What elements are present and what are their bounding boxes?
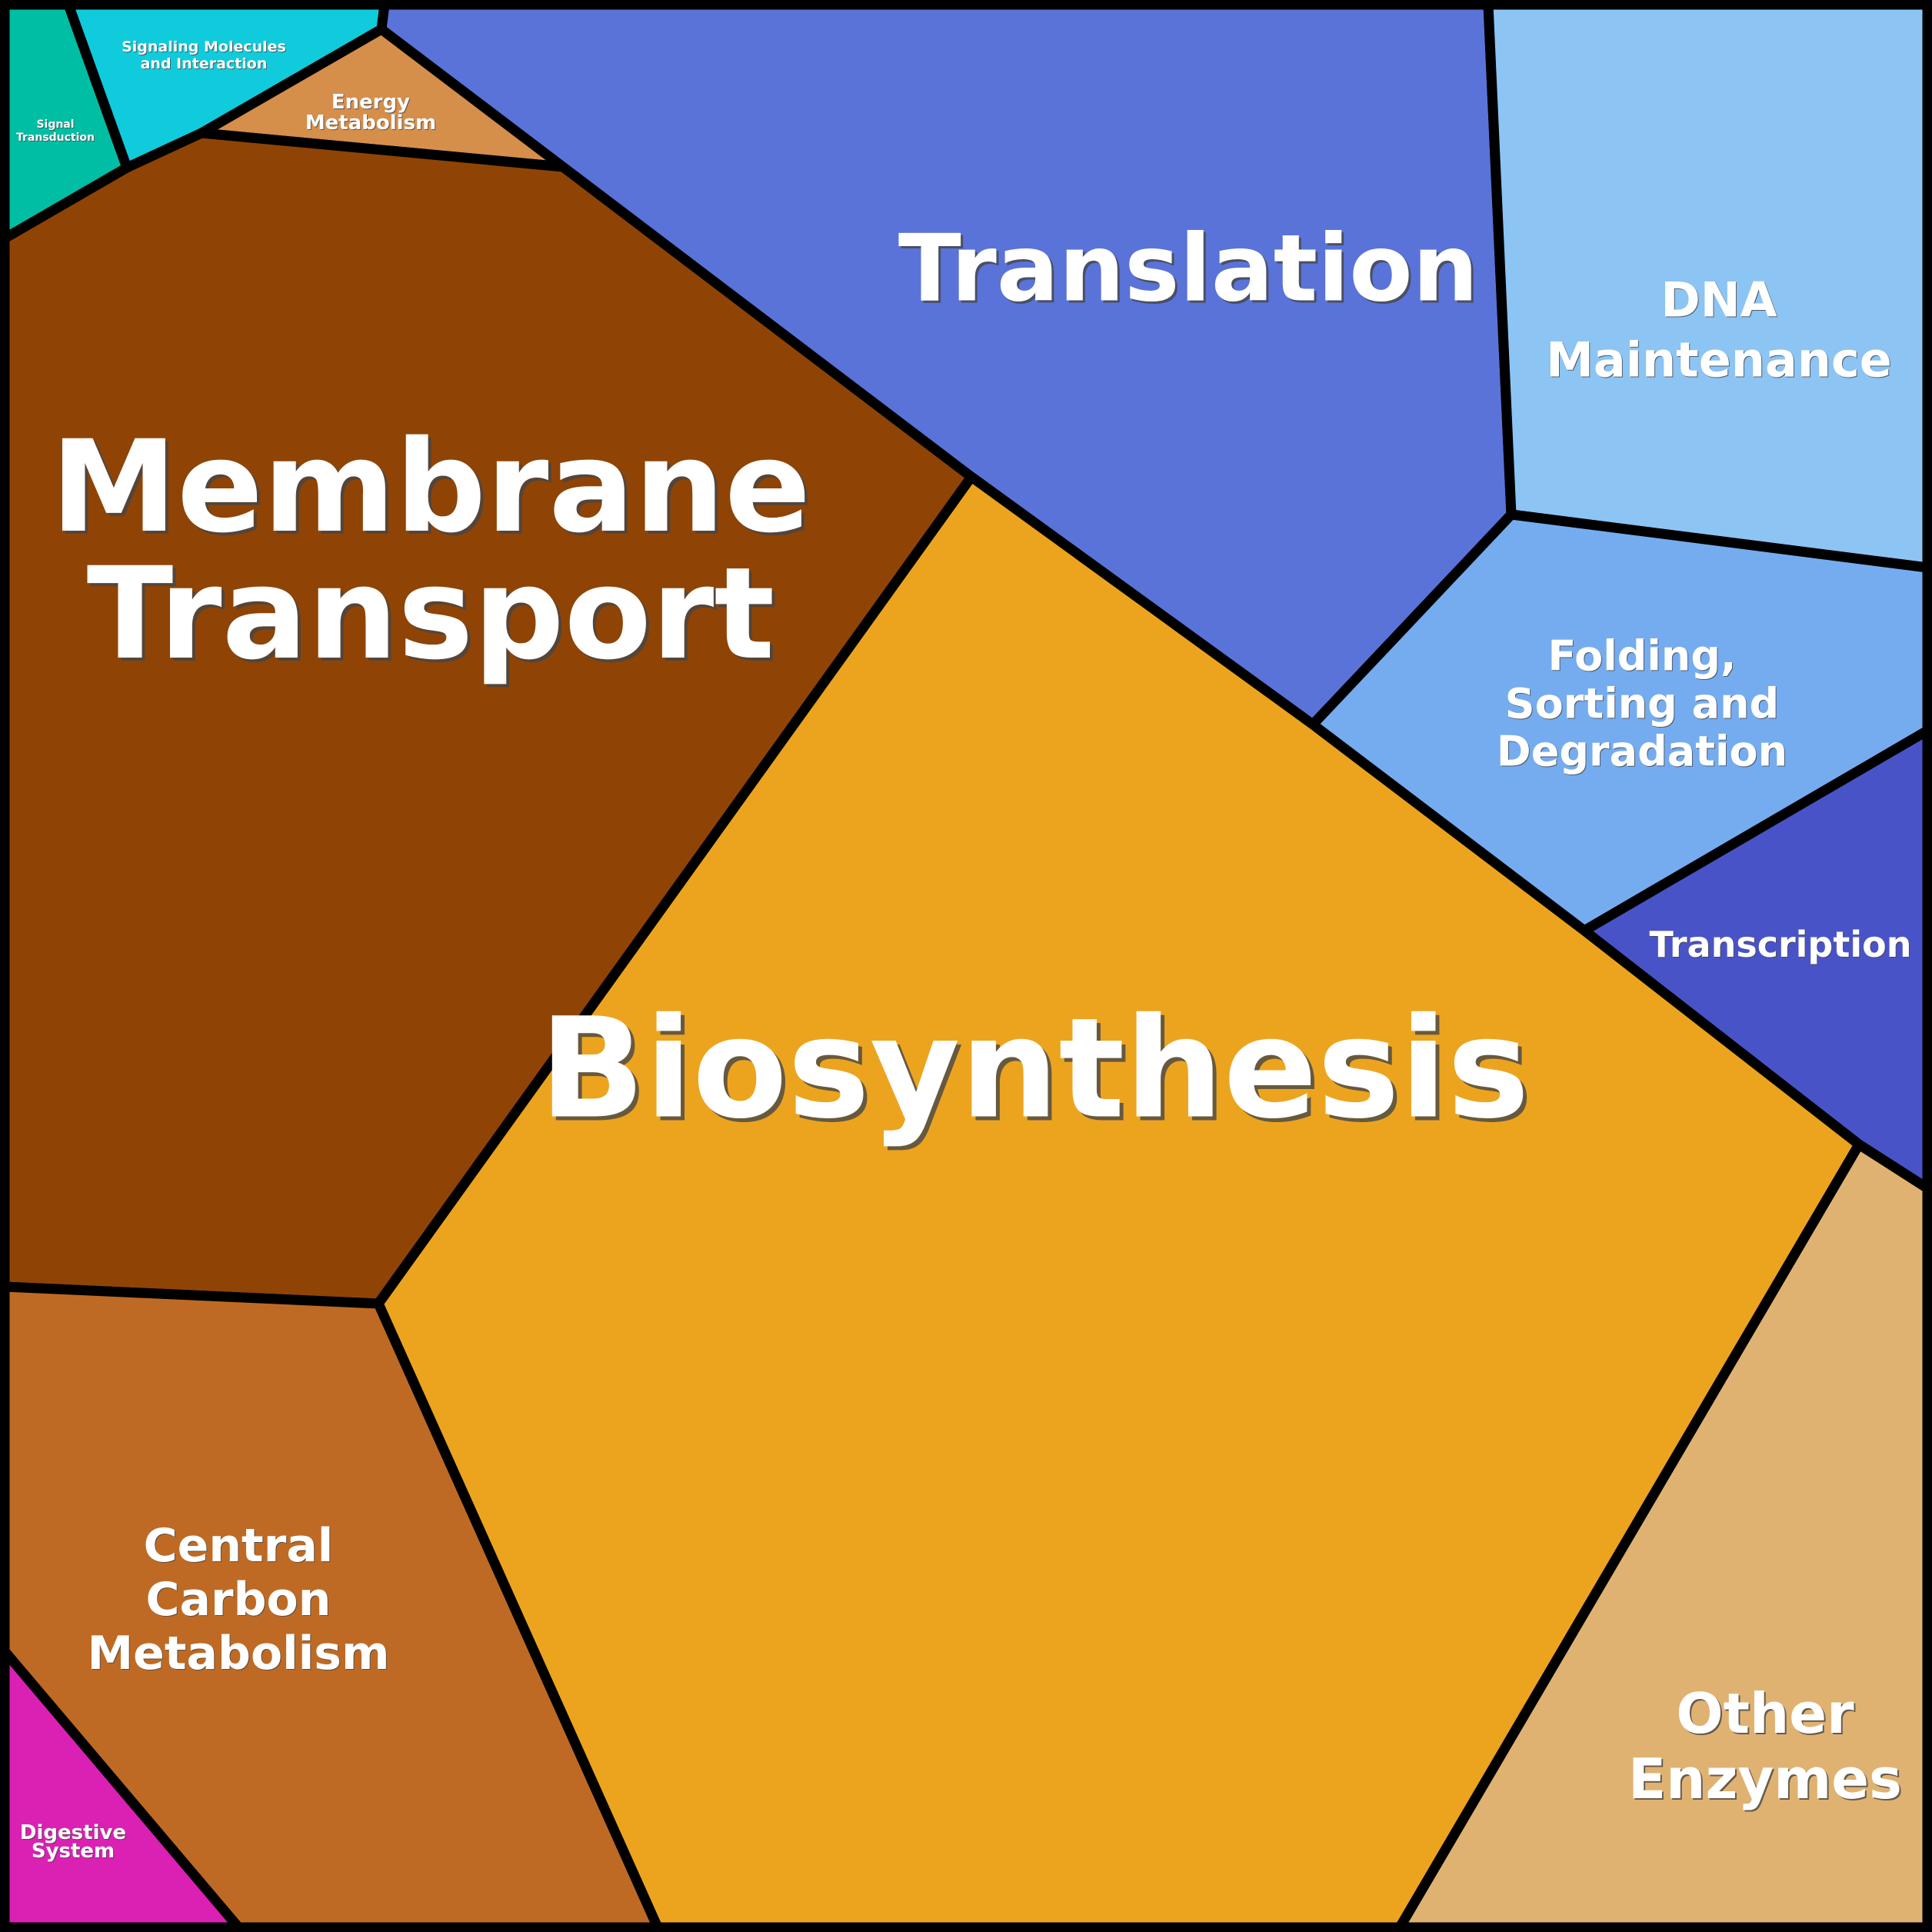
transcription-label: Transcription bbox=[1650, 924, 1912, 965]
translation-label: Translation bbox=[898, 216, 1478, 323]
biosynthesis-label: Biosynthesis bbox=[539, 989, 1529, 1150]
